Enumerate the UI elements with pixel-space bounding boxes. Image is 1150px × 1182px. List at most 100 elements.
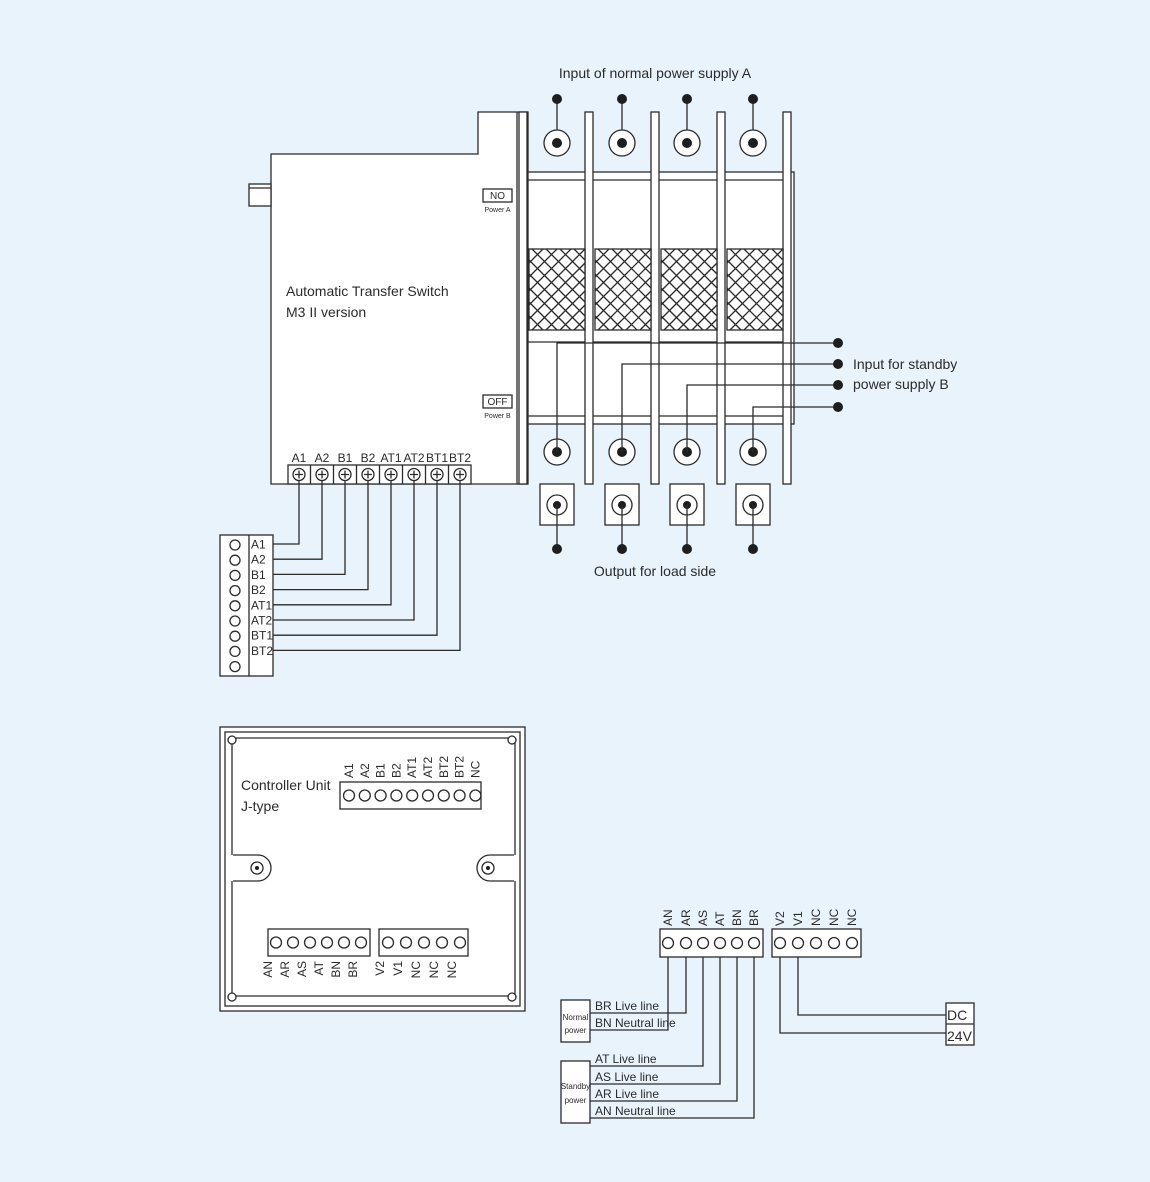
dc-negative-wire [779, 957, 946, 1034]
dc-positive-wire [797, 957, 946, 1016]
side-terminal-wiring [273, 481, 461, 652]
wiring-signal-terminal-label: NC [845, 908, 859, 926]
terminal-hole-icon [469, 789, 482, 802]
controller-top-terminal-label: A1 [342, 763, 356, 778]
input-b-label-line2: power supply B [853, 376, 949, 392]
wiring-power-terminal-label: AN [661, 909, 675, 926]
terminal-hole-icon [303, 936, 317, 949]
terminal-hole-icon [791, 936, 805, 950]
ats-title: Automatic Transfer Switch [286, 283, 449, 299]
controller-title: Controller Unit [241, 777, 331, 793]
normal-power-box [560, 999, 591, 1043]
contact-chamber [594, 248, 652, 331]
ats-terminal-label: AT1 [380, 451, 401, 465]
terminal-hole-icon [229, 630, 241, 642]
terminal-hole-icon [661, 936, 675, 950]
side-terminal-label: AT2 [251, 614, 272, 628]
terminal-hole-icon [399, 936, 413, 949]
input-b-label-line1: Input for standby [853, 356, 957, 372]
no-label: NO [490, 191, 505, 202]
ats-body: Automatic Transfer Switch M3 II version … [248, 111, 529, 485]
controller-power-terminal-block [267, 928, 371, 957]
output-terminal-icon [617, 544, 627, 554]
controller-power-terminal-label: BN [329, 961, 343, 978]
normal-power-line-label: BN Neutral line [595, 1016, 676, 1030]
terminal-hole-icon [809, 936, 823, 950]
wiring-signal-terminal-label: NC [827, 908, 841, 926]
terminal-hole-icon [390, 789, 403, 802]
output-terminal-icon [552, 544, 562, 554]
standby-power-box [560, 1060, 591, 1124]
terminal-hole-icon [337, 936, 351, 949]
ats-terminal-label: B2 [361, 451, 376, 465]
terminal-hole-icon [229, 554, 241, 566]
input-a-label: Input of normal power supply A [559, 65, 752, 81]
standby-power-line-label: AR Live line [595, 1087, 659, 1101]
contact-chamber [660, 248, 718, 331]
controller-power-terminal-label: AN [261, 961, 275, 978]
controller-top-terminal-label: BT2 [453, 756, 467, 778]
off-indicator [482, 394, 513, 409]
pole-divider [782, 111, 792, 485]
terminal-hole-icon [342, 789, 356, 802]
terminal-hole-icon [320, 936, 334, 949]
controller-top-terminal-label: A2 [358, 763, 372, 778]
standby-power-label-line1: Standby [561, 1082, 590, 1091]
terminal-hole-icon [435, 936, 449, 949]
side-terminal-label: AT1 [251, 598, 272, 612]
terminal-hole-icon [730, 936, 744, 950]
standby-power-line-label: AS Live line [595, 1070, 659, 1084]
controller-subtitle: J-type [241, 798, 279, 814]
wiring-power-terminal-label: AR [679, 909, 693, 926]
terminal-hole-icon [229, 615, 241, 627]
ats-terminal-label: BT1 [426, 451, 448, 465]
terminal-hole-icon [713, 936, 727, 950]
terminal-hole-icon [269, 936, 283, 949]
no-indicator [482, 188, 513, 203]
breaker-block [518, 94, 795, 554]
input-a-terminal-icon [552, 94, 562, 104]
side-terminal-label: A2 [251, 553, 266, 567]
off-label: OFF [488, 397, 508, 408]
controller-signal-terminal-label: NC [445, 961, 459, 979]
dc-label: DC [947, 1007, 967, 1023]
input-a-terminal-icon [748, 94, 758, 104]
pole-divider [518, 111, 528, 485]
terminal-hole-icon [229, 600, 241, 612]
pole-divider [650, 111, 660, 485]
terminal-hole-icon [229, 569, 241, 582]
terminal-hole-icon [229, 660, 241, 673]
output-terminal-icon [682, 544, 692, 554]
ats-terminal-label: A2 [315, 451, 330, 465]
terminal-hole-icon [437, 789, 450, 802]
standby-input-wiring [556, 338, 843, 452]
side-terminal-label: BT2 [251, 644, 273, 658]
controller-power-terminal-label: BR [346, 961, 360, 978]
power-b-label: Power B [484, 413, 511, 420]
pole-divider [584, 111, 594, 485]
wiring-power-terminal-label: BR [747, 909, 761, 926]
controller-signal-terminal-label: V1 [391, 961, 405, 976]
terminal-hole-icon [417, 936, 431, 949]
side-terminal-label: B2 [251, 583, 266, 597]
terminal-hole-icon [229, 584, 241, 597]
power-a-label: Power A [484, 207, 510, 214]
controller-signal-terminal-label: NC [427, 961, 441, 979]
ats-terminal-label: B1 [338, 451, 353, 465]
contact-chamber [726, 248, 784, 331]
terminal-hole-icon [773, 936, 787, 950]
normal-power-label-line1: Normal [563, 1013, 589, 1022]
terminal-hole-icon [229, 645, 241, 658]
side-terminal-label: A1 [251, 538, 266, 552]
input-b-terminal-icon [833, 359, 843, 369]
input-b-terminal-icon [833, 402, 843, 412]
controller-top-terminal-label: AT1 [405, 757, 419, 778]
wiring-power-terminal-block [659, 928, 764, 958]
terminal-hole-icon [229, 539, 241, 551]
dc-voltage-label: 24V [947, 1028, 973, 1044]
standby-power-label-line2: power [565, 1096, 587, 1105]
